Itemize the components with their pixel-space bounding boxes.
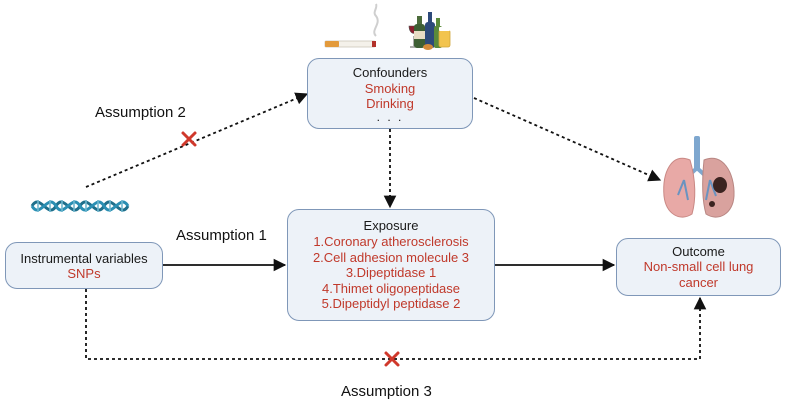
exposure-item: 3.Dipeptidase 1 [345,265,437,281]
arrow-instrument-to-confounders [85,92,309,188]
confounders-box: Confounders Smoking Drinking . . . [307,58,473,129]
outcome-title: Outcome [672,243,725,259]
cross-mark-icon [384,351,400,367]
confounder-item: Drinking [366,95,414,111]
assumption-3-label: Assumption 3 [341,383,432,400]
exposure-item: 1.Coronary atherosclerosis [313,234,469,250]
instrumental-variables-box: Instrumental variables SNPs [5,242,163,289]
bottles-icon [408,12,451,50]
lungs-icon [663,136,735,218]
arrow-confounders-to-outcome [473,97,662,182]
exposure-title: Exposure [363,218,419,234]
exposure-item: 2.Cell adhesion molecule 3 [312,249,470,265]
outcome-item: cancer [678,274,719,290]
outcome-box: Outcome Non-small cell lung cancer [616,238,781,296]
instrument-item: SNPs [67,265,101,281]
confounders-ellipsis: . . . [376,109,404,124]
outcome-item: Non-small cell lung [643,258,754,274]
exposure-item: 5.Dipeptidyl peptidase 2 [321,296,461,312]
arrow-instrument-to-outcome [85,289,707,360]
confounders-title: Confounders [352,64,428,80]
assumption-1-label: Assumption 1 [176,227,267,244]
exposure-box: Exposure 1.Coronary atherosclerosis 2.Ce… [287,209,495,321]
dna-icon [30,200,130,212]
assumption-2-label: Assumption 2 [95,104,186,121]
confounder-item: Smoking [364,80,416,96]
cigarette-icon [324,3,379,48]
cross-mark-icon [181,131,197,147]
exposure-item: 4.Thimet oligopeptidase [321,280,461,296]
instrument-title: Instrumental variables [20,250,148,266]
